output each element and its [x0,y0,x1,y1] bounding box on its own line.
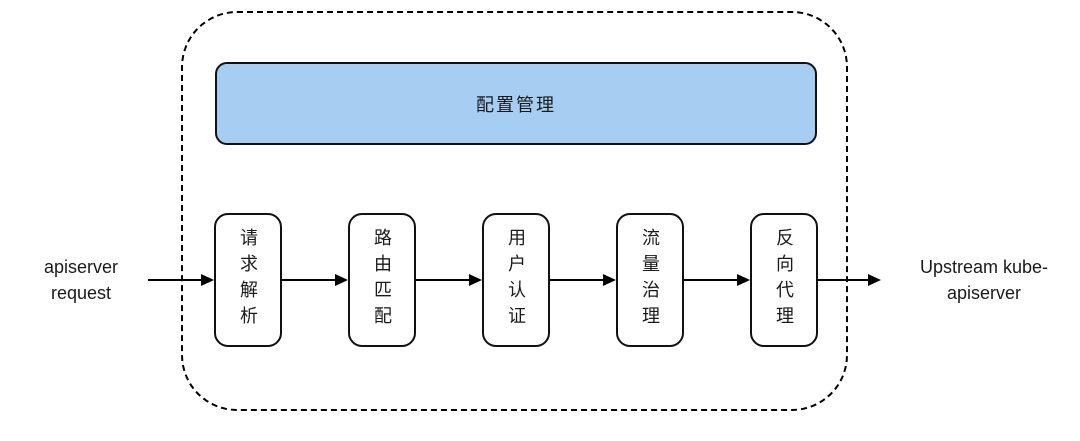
stage-box-reverse-proxy: 反向代理 [750,213,818,347]
stage-box-route-matching: 路由匹配 [348,213,416,347]
arrow-shaft [416,279,472,281]
arrow-head-icon [201,274,214,286]
arrow-head-icon [603,274,616,286]
arrow-shaft [684,279,740,281]
arrow-shaft [550,279,606,281]
flow-arrow-1-2 [282,273,348,287]
stage-label-user-authentication: 用户认证 [506,228,526,332]
stage-box-request-parsing: 请求解析 [214,213,282,347]
stage-label-request-parsing: 请求解析 [238,228,258,332]
arrow-head-icon [868,274,881,286]
arrow-head-icon [469,274,482,286]
arrow-shaft [282,279,338,281]
flow-arrow-in [148,273,214,287]
flow-arrow-2-3 [416,273,482,287]
arrow-shaft [148,279,204,281]
stage-box-traffic-governance: 流量治理 [616,213,684,347]
config-management-label: 配置管理 [476,94,556,115]
stage-label-reverse-proxy: 反向代理 [774,228,794,332]
arrow-head-icon [737,274,750,286]
arrow-head-icon [335,274,348,286]
target-endpoint-label: Upstream kube-apiserver [919,257,1049,303]
stage-box-user-authentication: 用户认证 [482,213,550,347]
flow-arrow-4-5 [684,273,750,287]
gateway-boundary [181,11,848,411]
arrow-shaft [818,279,871,281]
stage-label-route-matching: 路由匹配 [372,228,392,332]
flow-arrow-3-4 [550,273,616,287]
stage-label-traffic-governance: 流量治理 [640,228,660,332]
flow-arrow-out [818,273,881,287]
config-management-box: 配置管理 [215,62,817,145]
source-endpoint-label: apiserver request [43,257,119,303]
